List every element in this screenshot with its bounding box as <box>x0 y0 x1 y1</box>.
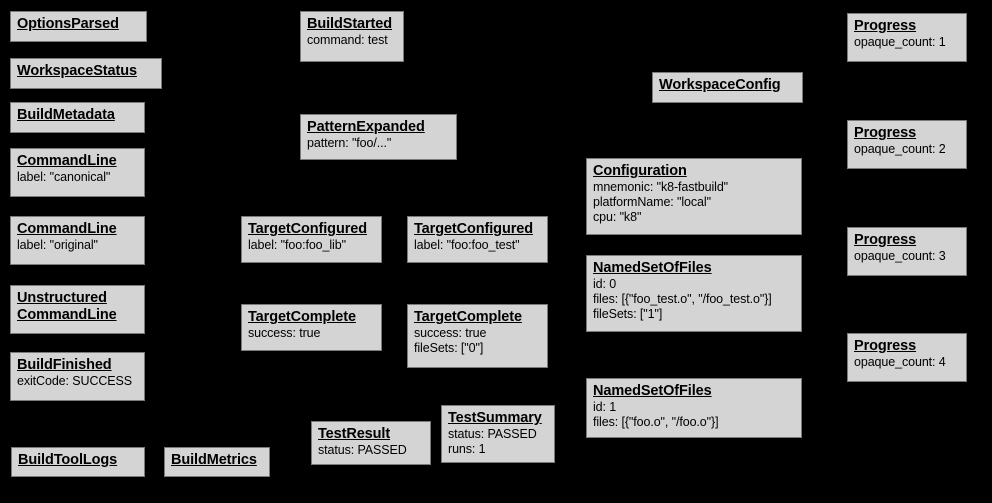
node-field: label: "original" <box>17 238 98 253</box>
node-field: label: "canonical" <box>17 170 111 185</box>
node-field: pattern: "foo/..." <box>307 136 392 151</box>
node-field: success: true <box>414 326 487 341</box>
node-field: runs: 1 <box>448 441 486 456</box>
node-field: label: "foo:foo_test" <box>414 238 520 253</box>
node-title: NamedSetOfFiles <box>593 260 712 276</box>
node-field: mnemonic: "k8-fastbuild" <box>593 180 729 195</box>
node-field: cpu: "k8" <box>593 209 642 224</box>
node-options-parsed[interactable]: OptionsParsed <box>10 11 147 42</box>
node-title: WorkspaceStatus <box>17 63 137 79</box>
node-title: TargetComplete <box>248 309 356 325</box>
node-field: fileSets: ["1"] <box>593 306 663 321</box>
node-field: files: [{"foo_test.o", "/foo_test.o"}] <box>593 291 772 306</box>
node-title: BuildMetadata <box>17 107 115 123</box>
node-field: exitCode: SUCCESS <box>17 374 133 389</box>
node-title: BuildMetrics <box>171 452 257 468</box>
node-field: fileSets: ["0"] <box>414 340 484 355</box>
node-title: CommandLine <box>17 221 117 237</box>
node-title: OptionsParsed <box>17 16 119 32</box>
node-field: opaque_count: 4 <box>854 355 946 370</box>
node-workspace-status[interactable]: WorkspaceStatus <box>10 58 162 89</box>
node-build-metadata[interactable]: BuildMetadata <box>10 102 145 133</box>
node-title: TestSummary <box>448 410 542 426</box>
node-title: BuildStarted <box>307 16 393 32</box>
node-field: platformName: "local" <box>593 194 711 209</box>
node-title: TargetConfigured <box>414 221 533 237</box>
node-field: files: [{"foo.o", "/foo.o"}] <box>593 414 719 429</box>
node-field: opaque_count: 3 <box>854 249 946 264</box>
node-title: TestResult <box>318 426 391 442</box>
node-field: opaque_count: 2 <box>854 142 946 157</box>
node-title: CommandLine <box>17 307 117 324</box>
node-title: Configuration <box>593 163 687 179</box>
node-field: success: true <box>248 326 321 341</box>
node-title: TargetComplete <box>414 309 522 325</box>
node-field: id: 1 <box>593 400 617 415</box>
node-title: PatternExpanded <box>307 119 425 135</box>
node-title: Progress <box>854 18 917 34</box>
node-title: NamedSetOfFiles <box>593 383 712 399</box>
node-field: id: 0 <box>593 277 617 292</box>
node-title: TargetConfigured <box>248 221 367 237</box>
node-title: CommandLine <box>17 153 117 169</box>
node-title: WorkspaceConfig <box>659 77 781 93</box>
node-field: opaque_count: 1 <box>854 35 946 50</box>
node-field: label: "foo:foo_lib" <box>248 238 346 253</box>
node-build-tool-logs[interactable]: BuildToolLogs <box>11 447 145 477</box>
node-title: Progress <box>854 125 917 141</box>
node-title: Progress <box>854 232 917 248</box>
node-title: BuildToolLogs <box>18 452 118 468</box>
node-field: status: PASSED <box>448 427 537 442</box>
node-build-metrics[interactable]: BuildMetrics <box>164 447 270 477</box>
node-title: Unstructured <box>17 290 107 306</box>
node-workspace-config[interactable]: WorkspaceConfig <box>652 72 803 103</box>
node-title: BuildFinished <box>17 357 112 373</box>
node-field: status: PASSED <box>318 443 407 458</box>
node-title: Progress <box>854 338 917 354</box>
node-field: command: test <box>307 33 388 48</box>
